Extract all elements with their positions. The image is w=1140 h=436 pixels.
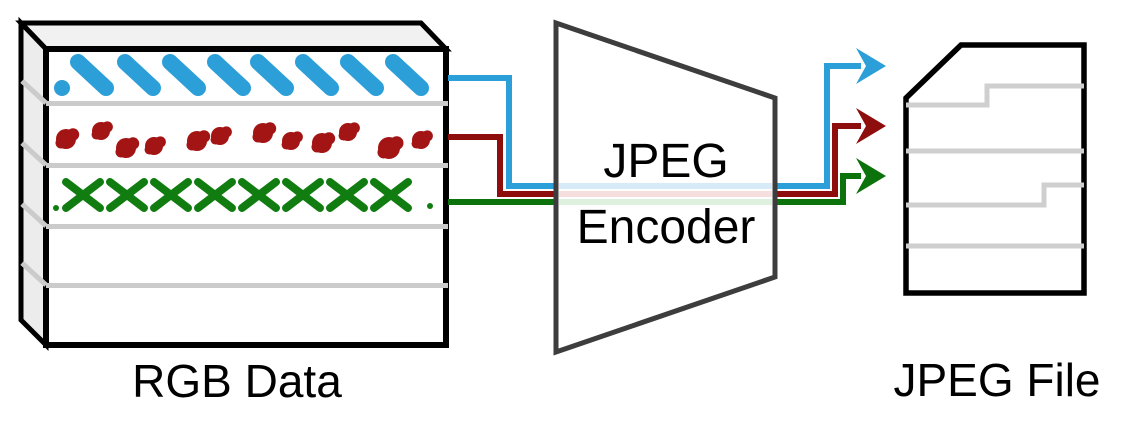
arrowheads xyxy=(856,48,886,194)
jpeg-file-label: JPEG File xyxy=(893,354,1100,406)
blue-strokes-row xyxy=(54,54,429,96)
encoder-label-line1: JPEG xyxy=(603,135,728,188)
file-step-line-1 xyxy=(906,83,1084,108)
flow-lines-out xyxy=(772,63,861,205)
faded-channel-lines xyxy=(559,183,772,205)
jpeg-encoder-node: JPEG Encoder xyxy=(553,19,778,356)
rgb-data-box xyxy=(15,16,452,352)
file-data-lines xyxy=(906,83,1084,249)
jpeg-file-icon xyxy=(903,42,1087,296)
box-front-face xyxy=(43,46,449,348)
blue-flow-in xyxy=(448,75,560,189)
box-side-face xyxy=(18,16,49,352)
row-separators xyxy=(46,101,448,288)
file-outline xyxy=(903,42,1087,296)
box-top-face xyxy=(15,20,452,52)
flow-lines-in xyxy=(448,75,560,205)
red-flow-in xyxy=(448,134,560,197)
encoder-label-line2: Encoder xyxy=(577,201,756,254)
blue-flow-out xyxy=(772,63,861,189)
rgb-data-label: RGB Data xyxy=(132,355,342,407)
blue-arrow-icon xyxy=(856,48,886,84)
green-flow-out xyxy=(772,173,861,205)
green-arrow-icon xyxy=(856,158,886,194)
green-x-row xyxy=(53,178,433,212)
red-flow-out xyxy=(772,123,861,197)
side-face-separator-marks xyxy=(20,79,48,287)
red-arrow-icon xyxy=(856,108,886,144)
file-step-line-3 xyxy=(906,182,1084,208)
red-blobs-row xyxy=(55,121,433,159)
